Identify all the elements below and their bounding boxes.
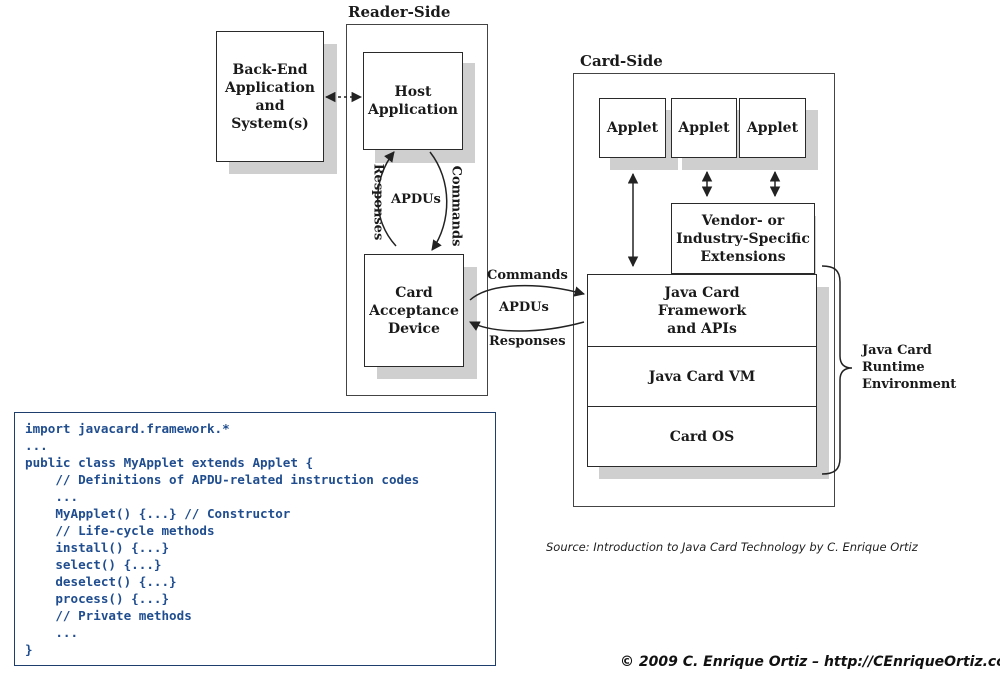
code-line: ... bbox=[25, 438, 48, 453]
source-caption: Source: Introduction to Java Card Techno… bbox=[546, 540, 918, 554]
code-line: MyApplet() {...} // Constructor bbox=[25, 506, 291, 521]
link-apdus-label: APDUs bbox=[499, 300, 549, 315]
code-line: install() {...} bbox=[25, 540, 170, 555]
code-snippet: import javacard.framework.* ... public c… bbox=[14, 412, 496, 666]
code-line: ... bbox=[25, 625, 79, 640]
card-side-title: Card-Side bbox=[580, 52, 663, 70]
reader-commands-label: Commands bbox=[448, 165, 464, 247]
code-line: select() {...} bbox=[25, 557, 162, 572]
runtime-environment-label: Java Card Runtime Environment bbox=[862, 343, 957, 392]
os-box: Card OS bbox=[587, 406, 817, 467]
code-line: ... bbox=[25, 489, 79, 504]
link-commands-label: Commands bbox=[487, 268, 568, 283]
code-line: deselect() {...} bbox=[25, 574, 177, 589]
back-end-box: Back-End Application and System(s) bbox=[216, 31, 324, 162]
applet-box-1: Applet bbox=[599, 98, 666, 158]
reader-responses-label: Responses bbox=[370, 163, 386, 241]
host-application-box: Host Application bbox=[363, 52, 463, 150]
code-line: // Definitions of APDU-related instructi… bbox=[25, 472, 420, 487]
code-line: // Private methods bbox=[25, 608, 192, 623]
link-responses-label: Responses bbox=[489, 334, 566, 349]
applet-box-2: Applet bbox=[671, 98, 737, 158]
copyright-text: © 2009 C. Enrique Ortiz – http://CEnriqu… bbox=[620, 654, 1000, 670]
vm-box: Java Card VM bbox=[587, 346, 817, 407]
reader-apdus-label: APDUs bbox=[391, 192, 441, 207]
reader-side-region bbox=[346, 24, 488, 396]
code-line: } bbox=[25, 642, 33, 657]
framework-box: Java Card Framework and APIs bbox=[587, 274, 817, 347]
code-line: process() {...} bbox=[25, 591, 170, 606]
code-line: import javacard.framework.* bbox=[25, 421, 230, 436]
applet-box-3: Applet bbox=[739, 98, 806, 158]
code-line: public class MyApplet extends Applet { bbox=[25, 455, 314, 470]
card-acceptance-device-box: Card Acceptance Device bbox=[364, 254, 464, 367]
reader-side-title: Reader-Side bbox=[348, 3, 451, 21]
code-line: // Life-cycle methods bbox=[25, 523, 215, 538]
vendor-extensions-box: Vendor- or Industry-Specific Extensions bbox=[671, 203, 815, 274]
